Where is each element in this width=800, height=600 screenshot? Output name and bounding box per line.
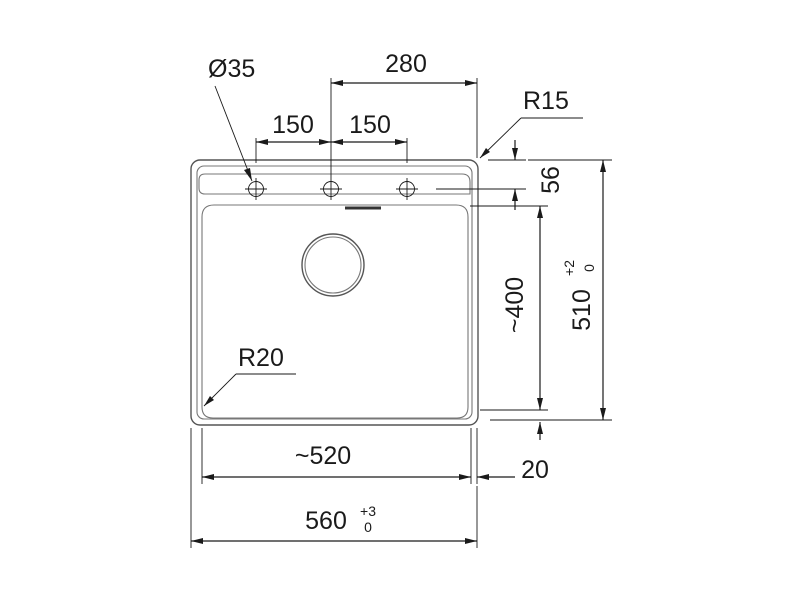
dim-520-label: ~520 <box>295 442 351 470</box>
dim-510-tol-plus: +2 <box>561 260 577 276</box>
dim-400-label: ~400 <box>501 277 529 333</box>
tap-holes <box>245 178 418 200</box>
dim-560-tol-minus: 0 <box>364 519 372 535</box>
dim-520: ~520 <box>201 428 472 484</box>
dim-560: 560 +3 0 <box>190 428 478 548</box>
dim-hole-diameter-label: Ø35 <box>208 55 255 83</box>
tap-hole-left <box>245 178 267 200</box>
dim-20-label: 20 <box>521 456 549 484</box>
dim-510: 510 +2 0 <box>490 159 612 421</box>
dim-560-tol-plus: +3 <box>360 503 376 519</box>
dim-510-tol-minus: 0 <box>581 264 597 272</box>
dim-150-left-label: 150 <box>272 111 314 139</box>
tap-ledge <box>198 173 471 195</box>
bowl <box>201 204 469 419</box>
dim-hole-diameter: Ø35 <box>208 55 255 182</box>
dim-r15-label: R15 <box>523 87 569 115</box>
dim-20-marker <box>537 422 543 440</box>
tap-hole-center <box>320 178 342 200</box>
dim-56-label: 56 <box>537 166 565 194</box>
dim-r20-label: R20 <box>238 344 284 372</box>
dim-280: 280 <box>330 50 478 178</box>
dim-r20: R20 <box>203 344 296 407</box>
dim-400: ~400 <box>480 206 548 411</box>
drain-inner <box>304 236 362 294</box>
sink-outer-edge <box>190 159 479 426</box>
sink-inner-rim <box>196 165 473 420</box>
dim-56: 56 <box>436 140 565 210</box>
dim-20: 20 <box>476 428 549 484</box>
dim-150-right-label: 150 <box>349 111 391 139</box>
dim-r15: R15 <box>479 87 583 159</box>
dim-150-150: 150 150 <box>255 111 408 163</box>
sink-outline <box>190 159 479 426</box>
drain <box>301 233 365 297</box>
dim-560-label: 560 <box>305 507 347 535</box>
dim-280-label: 280 <box>385 50 427 78</box>
tap-hole-right <box>396 178 418 200</box>
dim-510-label: 510 <box>568 289 596 331</box>
